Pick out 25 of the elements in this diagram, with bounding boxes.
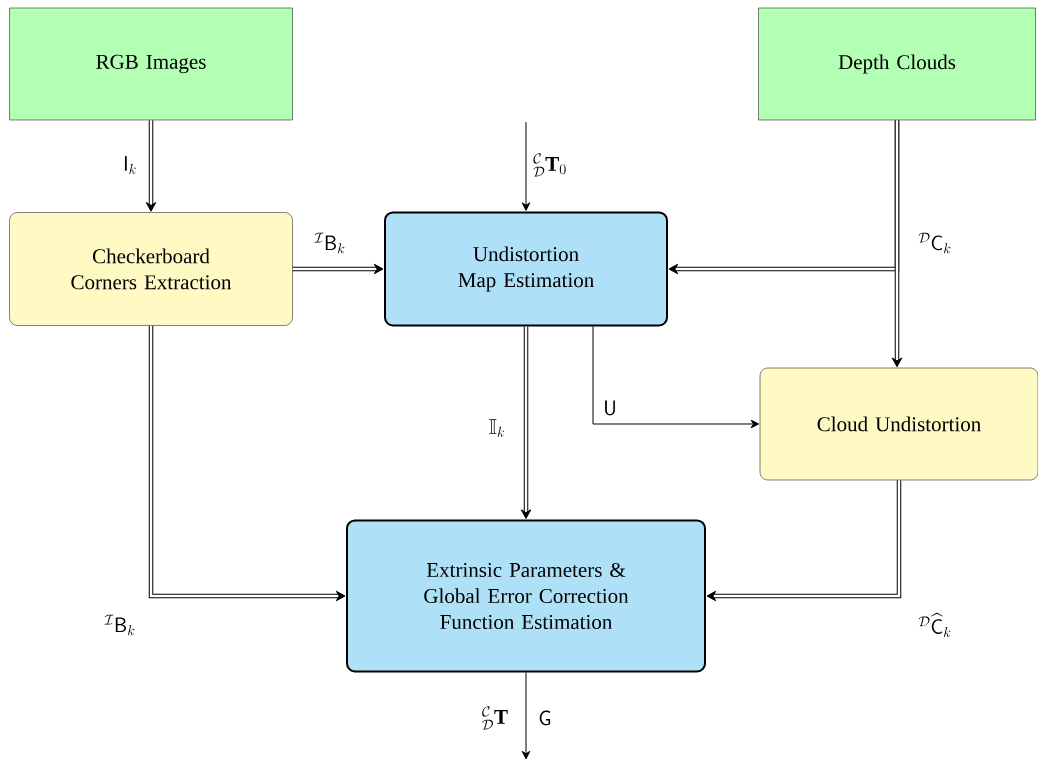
arrow [145, 120, 157, 212]
arrow [521, 672, 531, 760]
arrow [521, 121, 531, 211]
process-box: Cloud Undistortion [759, 367, 1038, 481]
edge-label: $\mathbb{I}_k$ [489, 419, 505, 437]
edge-label: ${}^{\mathcal{C}}_{\mathcal{D}}\mathbf{T}_0$ [533, 153, 566, 177]
process-box: Checkerboard Corners Extraction [9, 212, 293, 326]
estimation-box: Undistortion Map Estimation [384, 211, 668, 327]
arrow [891, 120, 903, 368]
estimation-box: Extrinsic Parameters & Global Error Correction Function Estimation [346, 519, 706, 673]
edge-label: $\mathsf{I}_k$ [124, 156, 136, 174]
edge-label: ${}^{\mathcal{I}}\mathsf{B}_k$ [104, 614, 135, 636]
input-box: Depth Clouds [758, 7, 1036, 121]
edge-label: ${}^{\mathcal{I}}\mathsf{B}_k$ [314, 232, 345, 254]
input-box: RGB Images [9, 7, 293, 121]
arrow [292, 263, 384, 275]
arrow [706, 480, 902, 602]
edge-label: ${}^{\mathcal{D}}\widehat{\mathsf{C}}_k$ [918, 612, 951, 638]
arrow [520, 326, 532, 519]
edge-label: ${}^{\mathcal{C}}_{\mathcal{D}}\mathbf{T}$ [482, 706, 508, 730]
edge-label: $\mathsf{U}$ [605, 400, 615, 416]
arrow [148, 325, 346, 602]
edge-label: ${}^{\mathcal{D}}\mathsf{C}_k$ [918, 232, 951, 254]
arrow [592, 326, 760, 429]
signal-label: $\mathsf{G}$ [539, 710, 551, 726]
